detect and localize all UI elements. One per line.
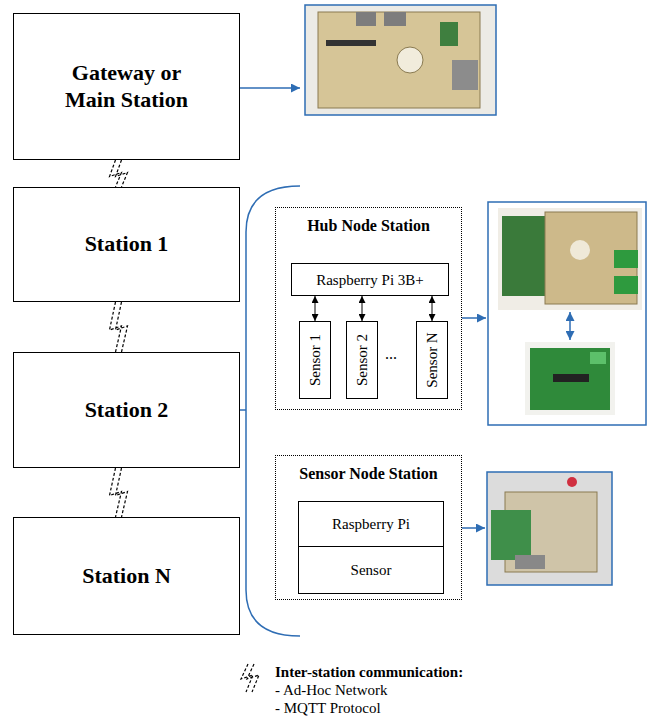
photo-ground <box>525 342 615 415</box>
usb-port <box>515 555 545 569</box>
terminal-block <box>614 250 638 268</box>
node-label: Sensor N <box>423 332 441 387</box>
wireless-link <box>110 302 128 352</box>
station-group: Hub Node StationRaspberry Pi 3B+ Sensor 1… <box>275 207 462 410</box>
wireless-symbol <box>241 664 259 692</box>
chip <box>553 374 589 382</box>
connector <box>452 60 478 90</box>
gateway-photo <box>305 5 496 115</box>
pin-header <box>326 40 376 46</box>
ellipsis: ... <box>385 344 397 363</box>
station-box: Station 1 <box>13 187 240 302</box>
sensor-photo <box>487 472 612 585</box>
data-link <box>315 296 316 321</box>
terminal-block <box>590 352 606 364</box>
led <box>567 477 577 487</box>
usb-port <box>384 12 406 26</box>
data-link <box>362 296 363 321</box>
station-group: Sensor Node StationRaspberry Pi Sensor <box>275 455 462 600</box>
bracket-stem <box>240 409 246 411</box>
legend-symbol <box>241 664 259 692</box>
group-title: Sensor Node Station <box>276 464 461 483</box>
node-label: Sensor <box>351 561 392 579</box>
node-label: Station N <box>82 563 171 589</box>
pcb-hole <box>570 240 590 260</box>
sensor-box: Sensor 2 <box>346 321 378 399</box>
wireless-link <box>110 160 128 187</box>
hub-photo <box>488 202 646 425</box>
photo-ground <box>498 208 642 310</box>
pointer-arrow <box>462 527 485 529</box>
data-link <box>432 296 433 321</box>
node-label: Gateway or Main Station <box>47 60 207 113</box>
wireless-link <box>110 468 128 517</box>
pointer-arrow <box>240 87 300 89</box>
station-box: Station N <box>13 517 240 635</box>
node-label: Station 1 <box>85 231 169 257</box>
pcb-hole <box>397 47 423 73</box>
component <box>440 22 458 46</box>
legend-title: Inter-station communication: <box>275 663 463 681</box>
pcb-board <box>530 348 610 410</box>
group-title: Hub Node Station <box>276 216 461 235</box>
station-box: Station 2 <box>13 352 240 468</box>
node-label: Raspberry Pi 3B+ <box>316 271 424 289</box>
node-label: Raspberry Pi <box>332 515 410 533</box>
pointer-arrow <box>462 317 486 319</box>
pcb-board <box>545 212 637 304</box>
pcb-board <box>491 510 531 560</box>
station-box: Gateway or Main Station <box>13 13 240 160</box>
photo-frame <box>305 5 496 115</box>
sensor-box: Sensor <box>298 546 444 594</box>
sensor-box: Sensor N <box>416 321 448 399</box>
bracket <box>246 186 300 636</box>
usb-port <box>356 12 376 26</box>
link-arrow <box>569 312 571 340</box>
pcb-board <box>318 12 480 108</box>
terminal-block <box>614 276 638 294</box>
node-label: Station 2 <box>85 397 169 423</box>
node-label: Sensor 1 <box>306 334 324 386</box>
node-label: Sensor 2 <box>353 334 371 386</box>
computer-box: Raspberry Pi 3B+ <box>291 263 449 296</box>
photo-frame <box>487 472 612 585</box>
computer-box: Raspberry Pi <box>298 501 444 547</box>
sensor-box: Sensor 1 <box>299 321 331 399</box>
legend-note: - MQTT Protocol <box>275 699 381 717</box>
legend-note: - Ad-Hoc Network <box>275 681 387 699</box>
photo-frame <box>488 202 646 425</box>
